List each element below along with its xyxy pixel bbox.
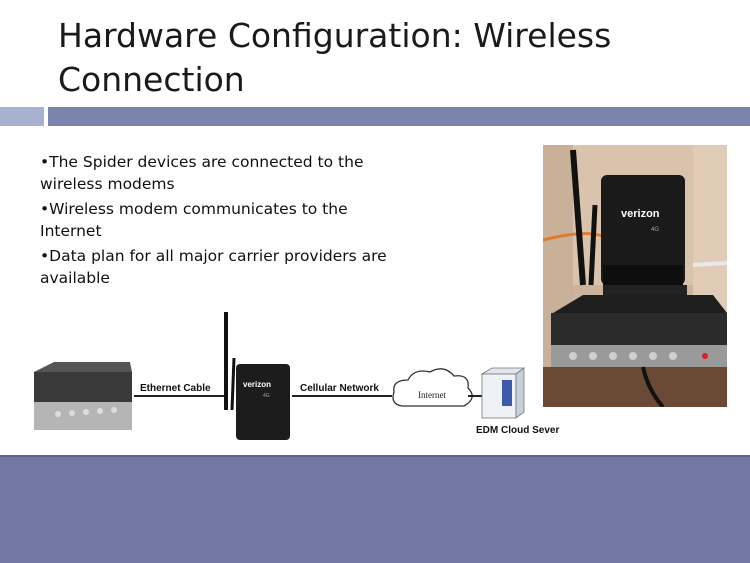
footer-band [0, 455, 750, 563]
server-label: EDM Cloud Sever [476, 425, 559, 436]
bullet-list: •The Spider devices are connected to the… [40, 151, 400, 292]
modem-brand: verizon [243, 380, 271, 389]
bullet-item: •Wireless modem communicates to the Inte… [40, 200, 348, 240]
header-band [48, 107, 750, 126]
spider-device [34, 362, 132, 430]
photo-modem-brand: verizon [621, 208, 660, 220]
slide-title: Hardware Configuration: Wireless Connect… [58, 16, 612, 99]
bullet-item: •Data plan for all major carrier provide… [40, 247, 387, 287]
photo-modem-badge: 4G [651, 227, 659, 233]
modem-photo: verizon 4G [543, 145, 727, 407]
bullet-item: •The Spider devices are connected to the… [40, 153, 364, 193]
header-band-accent [0, 107, 44, 126]
connection-diagram-graphic: Ethernet Cable verizon 4G Cellular Netwo… [34, 312, 559, 440]
wireless-modem: verizon 4G [224, 312, 290, 440]
modem-badge: 4G [263, 393, 270, 399]
footer-divider [0, 455, 750, 457]
internet-cloud-icon [392, 368, 473, 407]
connection-diagram: Ethernet Cable verizon 4G Cellular Netwo… [30, 310, 590, 450]
server-icon [480, 367, 526, 419]
cellular-network-label: Cellular Network [300, 383, 379, 394]
modem-photo-graphic: verizon 4G [543, 145, 727, 407]
ethernet-cable-label: Ethernet Cable [140, 383, 211, 394]
internet-label: Internet [418, 390, 446, 400]
